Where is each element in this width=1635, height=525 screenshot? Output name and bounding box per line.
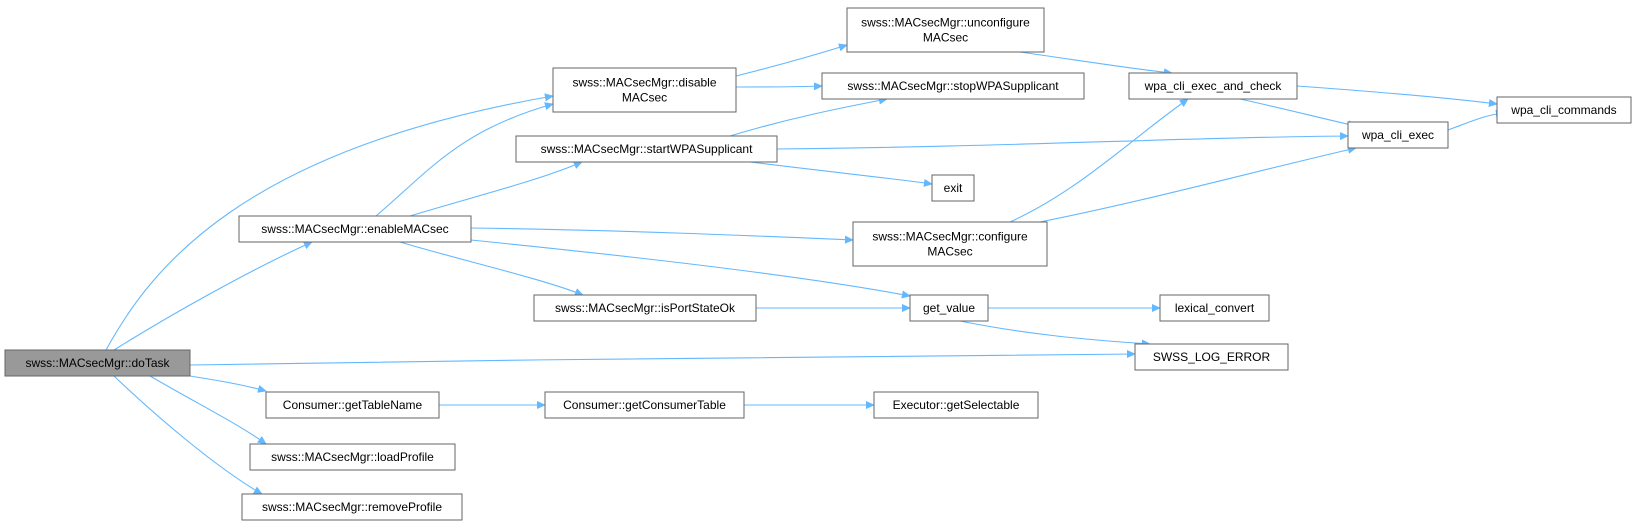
node-box bbox=[552, 67, 737, 113]
edge-dotask-to-gettablename bbox=[189, 375, 267, 393]
node-label: Consumer::getTableName bbox=[283, 398, 423, 412]
node-box bbox=[1496, 96, 1632, 124]
node-label: swss::MACsecMgr::configure bbox=[872, 230, 1028, 244]
node-getselectable[interactable]: Executor::getSelectable bbox=[873, 391, 1039, 419]
edge-disable-to-stopwpa bbox=[735, 82, 823, 91]
edge-dotask-to-removeprofile bbox=[113, 375, 263, 495]
edge-configure-to-wpaexeccheck bbox=[1009, 98, 1189, 223]
node-label: swss::MACsecMgr::disable bbox=[572, 76, 716, 90]
node-box bbox=[533, 294, 757, 322]
node-label: MACsec bbox=[927, 245, 972, 259]
node-exit[interactable]: exit bbox=[931, 174, 975, 202]
edge-dotask-to-loadprofile bbox=[149, 375, 267, 445]
node-label: swss::MACsecMgr::enableMACsec bbox=[261, 222, 448, 236]
node-label: swss::MACsecMgr::removeProfile bbox=[262, 500, 442, 514]
node-box bbox=[852, 221, 1048, 267]
node-lexical[interactable]: lexical_convert bbox=[1159, 294, 1270, 322]
node-loadprofile[interactable]: swss::MACsecMgr::loadProfile bbox=[249, 443, 456, 471]
node-enable[interactable]: swss::MACsecMgr::enableMACsec bbox=[238, 215, 472, 243]
edge-disable-to-unconfigure bbox=[735, 43, 848, 77]
node-label: swss::MACsecMgr::loadProfile bbox=[271, 450, 434, 464]
nodes-layer: swss::MACsecMgr::doTaskswss::MACsecMgr::… bbox=[4, 7, 1632, 521]
node-getvalue[interactable]: get_value bbox=[909, 294, 989, 322]
node-label: swss::MACsecMgr::unconfigure bbox=[861, 16, 1030, 30]
node-label: exit bbox=[944, 181, 963, 195]
edge-dotask-to-enable bbox=[113, 241, 313, 351]
node-label: Consumer::getConsumerTable bbox=[563, 398, 726, 412]
edge-configure-to-wpaexec bbox=[1039, 145, 1357, 223]
edge-dotask-to-disable bbox=[105, 93, 554, 351]
node-removeprofile[interactable]: swss::MACsecMgr::removeProfile bbox=[241, 493, 463, 521]
node-label: MACsec bbox=[923, 31, 968, 45]
edge-wpaexec-to-wpacommands bbox=[1447, 109, 1505, 131]
node-swsslog[interactable]: SWSS_LOG_ERROR bbox=[1134, 343, 1289, 371]
node-isportstate[interactable]: swss::MACsecMgr::isPortStateOk bbox=[533, 294, 757, 322]
node-stopwpa[interactable]: swss::MACsecMgr::stopWPASupplicant bbox=[821, 72, 1085, 100]
node-label: wpa_cli_exec bbox=[1361, 128, 1434, 142]
node-label: swss::MACsecMgr::startWPASupplicant bbox=[541, 142, 753, 156]
edge-getvalue-to-swsslog bbox=[959, 320, 1151, 348]
node-box bbox=[931, 174, 975, 202]
node-label: SWSS_LOG_ERROR bbox=[1153, 350, 1271, 364]
node-label: swss::MACsecMgr::doTask bbox=[25, 356, 170, 370]
node-box bbox=[265, 391, 440, 419]
node-box bbox=[241, 493, 463, 521]
node-startwpa[interactable]: swss::MACsecMgr::startWPASupplicant bbox=[515, 135, 778, 163]
node-box bbox=[1347, 121, 1449, 149]
edge-enable-to-getvalue bbox=[470, 239, 911, 299]
node-box bbox=[1134, 343, 1289, 371]
node-label: Executor::getSelectable bbox=[893, 398, 1020, 412]
node-dotask: swss::MACsecMgr::doTask bbox=[4, 349, 191, 377]
edges-layer bbox=[105, 43, 1505, 495]
node-box bbox=[4, 349, 191, 377]
node-label: wpa_cli_exec_and_check bbox=[1144, 79, 1283, 93]
edge-enable-to-startwpa bbox=[409, 161, 583, 217]
edge-wpaexeccheck-to-wpaexec bbox=[1239, 98, 1357, 129]
edge-enable-to-disable bbox=[375, 102, 554, 217]
edge-dotask-to-swsslog bbox=[189, 349, 1136, 366]
node-wpaexeccheck[interactable]: wpa_cli_exec_and_check bbox=[1128, 72, 1298, 100]
edge-enable-to-configure bbox=[470, 227, 854, 244]
node-box bbox=[238, 215, 472, 243]
node-label: MACsec bbox=[622, 91, 667, 105]
edge-startwpa-to-stopwpa bbox=[729, 96, 888, 137]
node-box bbox=[1128, 72, 1298, 100]
node-box bbox=[1159, 294, 1270, 322]
node-label: get_value bbox=[923, 301, 975, 315]
edge-startwpa-to-exit bbox=[749, 161, 933, 187]
node-box bbox=[515, 135, 778, 163]
node-wpacommands[interactable]: wpa_cli_commands bbox=[1496, 96, 1632, 124]
node-box bbox=[544, 391, 745, 419]
node-box bbox=[249, 443, 456, 471]
node-label: swss::MACsecMgr::isPortStateOk bbox=[555, 301, 736, 315]
node-wpaexec[interactable]: wpa_cli_exec bbox=[1347, 121, 1449, 149]
node-box bbox=[821, 72, 1085, 100]
edge-enable-to-isportstate bbox=[399, 241, 584, 296]
edge-unconfigure-to-wpaexeccheck bbox=[1019, 51, 1173, 77]
node-label: wpa_cli_commands bbox=[1510, 103, 1616, 117]
node-gettablename[interactable]: Consumer::getTableName bbox=[265, 391, 440, 419]
edge-startwpa-to-wpaexec bbox=[776, 132, 1349, 150]
node-box bbox=[873, 391, 1039, 419]
node-getconsumertable[interactable]: Consumer::getConsumerTable bbox=[544, 391, 745, 419]
edge-wpaexeccheck-to-wpacommands bbox=[1296, 85, 1498, 107]
node-box bbox=[909, 294, 989, 322]
node-label: swss::MACsecMgr::stopWPASupplicant bbox=[847, 79, 1059, 93]
node-box bbox=[846, 7, 1045, 53]
node-label: lexical_convert bbox=[1175, 301, 1255, 315]
